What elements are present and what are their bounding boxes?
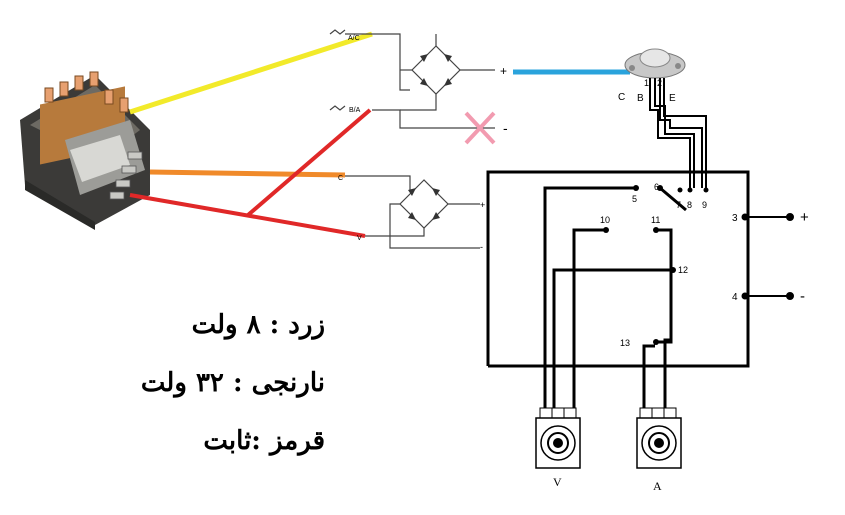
output-pin4-label: 4 (732, 292, 738, 303)
ammeter (636, 407, 682, 469)
output-plus-label: + (800, 209, 809, 226)
voltmeter (535, 407, 581, 469)
voltmeter-label: V (553, 475, 562, 489)
bridge-rectifier-top (329, 29, 495, 129)
red-wire-bottom (129, 193, 366, 238)
bridge-bottom-plus-label: + (480, 200, 485, 210)
pin-5-label: 5 (632, 194, 637, 204)
transistor-e-label: E (669, 93, 676, 104)
bridge-top-ac2-label: B/A (349, 107, 361, 114)
output-minus-label: - (800, 288, 805, 305)
transformer-image (20, 71, 150, 230)
pin-9-label: 9 (702, 200, 707, 210)
transistor-leads (649, 78, 707, 188)
bridge-bottom-ac1-label: C (338, 175, 343, 182)
bridge-top-plus-label: + (500, 64, 507, 78)
switch-pin-labels: 5 6 7 8 9 10 11 12 13 (600, 182, 707, 348)
yellow-wire (129, 31, 373, 115)
pin-11-label: 11 (651, 215, 660, 225)
switch-frame (486, 170, 750, 410)
orange-wire (149, 169, 346, 178)
legend-orange: نارنجی : ۳۲ ولت (140, 368, 325, 398)
output-pin3-label: 3 (732, 213, 738, 224)
red-wire-cross (246, 108, 372, 217)
transistor-pin1-label: 1 (644, 78, 649, 88)
pin-10-label: 10 (600, 215, 610, 225)
bridge-bottom-ac2-label: V (357, 235, 362, 242)
bridge-top-minus-label: - (503, 120, 508, 136)
legend-red: قرمز :ثابت (203, 426, 325, 456)
output-terminals (741, 213, 794, 300)
pin-12-label: 12 (678, 265, 688, 275)
transistor (624, 48, 686, 79)
transistor-c-label: C (618, 92, 625, 103)
pin-8-label: 8 (687, 200, 692, 210)
bridge-top-ac1-label: A/C (348, 35, 360, 42)
pin-6-label: 6 (654, 182, 659, 192)
ammeter-label: A (653, 479, 662, 493)
bridge-rectifier-bottom (345, 175, 480, 249)
cross-mark (464, 111, 496, 145)
transistor-b-label: B (637, 93, 644, 104)
legend-yellow: زرد : ۸ ولت (191, 310, 325, 340)
bridge-bottom-minus-label: - (480, 242, 483, 252)
pin-13-label: 13 (620, 338, 630, 348)
switch-contacts (603, 185, 709, 345)
pin-7-label: 7 (676, 200, 681, 210)
